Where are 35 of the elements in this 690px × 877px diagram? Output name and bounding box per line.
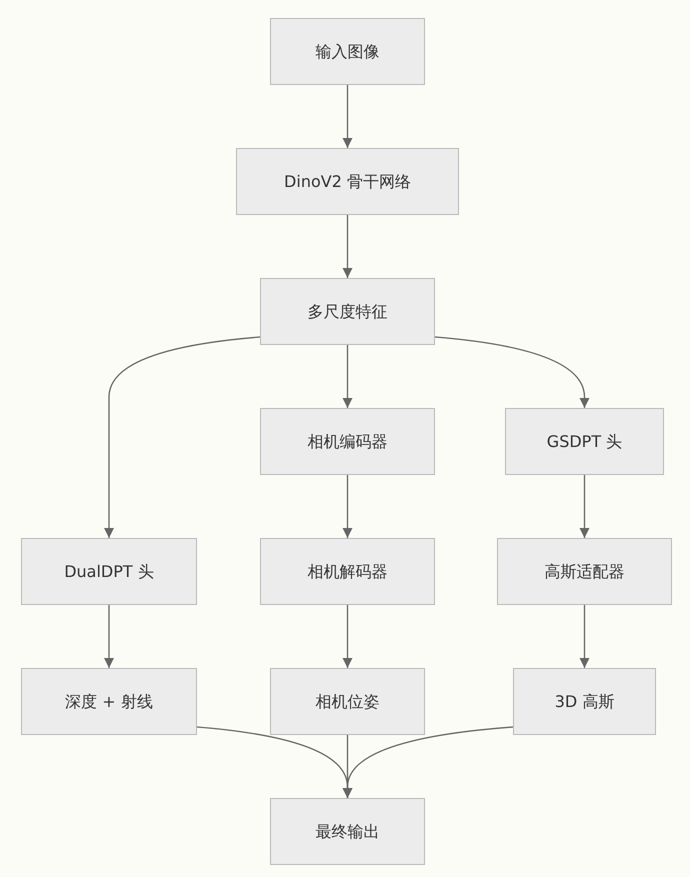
node-label: DinoV2 骨干网络 <box>284 172 411 192</box>
arrow <box>434 336 590 408</box>
process-box <box>513 668 656 735</box>
process-box <box>497 538 672 605</box>
node-label: 3D 高斯 <box>554 692 614 712</box>
arrow <box>104 605 114 668</box>
node-label: DualDPT 头 <box>64 562 154 582</box>
process-box <box>21 668 197 735</box>
node-label: 输入图像 <box>316 42 380 62</box>
arrow <box>104 336 260 538</box>
process-box <box>270 798 425 865</box>
node-label: 多尺度特征 <box>308 302 388 322</box>
node-label: 最终输出 <box>316 822 380 842</box>
arrow <box>342 605 352 668</box>
process-box <box>270 18 425 85</box>
node-label: 相机解码器 <box>308 562 388 582</box>
arrow <box>342 726 514 798</box>
node-label: 深度 + 射线 <box>65 692 153 712</box>
node-label: 高斯适配器 <box>544 562 624 582</box>
arrow <box>580 475 590 538</box>
process-box <box>21 538 197 605</box>
process-box <box>260 538 435 605</box>
arrow <box>342 85 352 148</box>
node-label: 相机编码器 <box>308 432 388 452</box>
node-label: GSDPT 头 <box>546 432 622 452</box>
node-label: 相机位姿 <box>316 692 380 712</box>
arrow <box>580 605 590 668</box>
arrow <box>342 345 352 408</box>
process-box <box>505 408 664 475</box>
arrow <box>342 215 352 278</box>
process-box <box>270 668 425 735</box>
arrow <box>342 475 352 538</box>
process-box <box>260 278 435 345</box>
process-box <box>260 408 435 475</box>
process-box <box>236 148 459 215</box>
